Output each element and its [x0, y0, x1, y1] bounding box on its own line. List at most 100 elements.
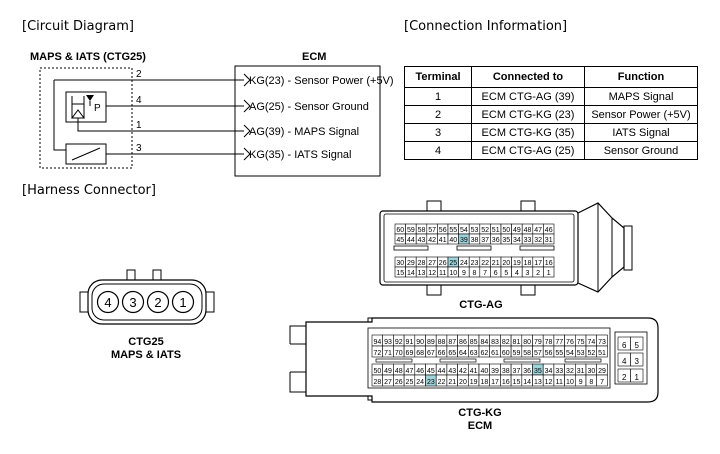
pin-number: 25: [449, 260, 457, 267]
pin-number: 66: [438, 350, 446, 357]
pin-number: 59: [513, 350, 521, 357]
pin-number: 86: [459, 339, 467, 346]
pin-number: 16: [502, 379, 510, 386]
pin-number: 55: [449, 227, 457, 234]
pin-number: 3: [526, 270, 530, 277]
pin-number: 13: [534, 379, 542, 386]
pin-number: 35: [534, 368, 542, 375]
pin-number: 16: [545, 260, 553, 267]
pin-number: 15: [513, 379, 521, 386]
pin-number: 43: [418, 237, 426, 244]
pin-number: 89: [427, 339, 435, 346]
pin-number: 15: [396, 270, 404, 277]
pin-number: 3: [635, 357, 640, 366]
pin-cell: [630, 336, 644, 351]
pin-number: 30: [587, 368, 595, 375]
ctg-ag-label: CTG-AG: [459, 299, 502, 311]
pin-number: 53: [577, 350, 585, 357]
pin-number: 46: [416, 368, 424, 375]
ctg25-pin: [121, 290, 145, 314]
function-cell: MAPS Signal: [584, 87, 698, 106]
sensor-title: MAPS & IATS (CTG25): [30, 51, 146, 63]
pin-number: 21: [448, 379, 456, 386]
iat-sensor-element: [65, 143, 107, 165]
pin-number: 17: [491, 379, 499, 386]
pin-number: 12: [428, 270, 436, 277]
pin-number: 23: [427, 379, 435, 386]
ctg25-pin: [171, 290, 195, 314]
pin-number: 29: [598, 368, 606, 375]
table-row: 1 ECM CTG-AG (39) MAPS Signal: [404, 87, 698, 106]
pin-number: 6: [494, 270, 498, 277]
pin-number: 56: [545, 350, 553, 357]
pin-number: 45: [396, 237, 404, 244]
connection-information-title: [Connection Information]: [404, 19, 568, 34]
pin-number: 42: [428, 237, 436, 244]
pin-number: 33: [555, 368, 563, 375]
pin-number: 34: [513, 237, 521, 244]
pin-number: 67: [427, 350, 435, 357]
pin-number: 35: [502, 237, 510, 244]
pin-number: 28: [373, 379, 381, 386]
harness-connector-title: [Harness Connector]: [22, 183, 156, 198]
pin-number: 82: [502, 339, 510, 346]
pin-number: 91: [406, 339, 414, 346]
pin-number: 71: [384, 350, 392, 357]
pin-number: 27: [428, 260, 436, 267]
ecm-pin-label-3: AG(39) - MAPS Signal: [249, 126, 359, 138]
pin-number: 58: [523, 350, 531, 357]
pin-number: 14: [407, 270, 415, 277]
pin-number: 81: [513, 339, 521, 346]
pin-number: 51: [598, 350, 606, 357]
pin-number: 94: [373, 339, 381, 346]
pin-number: 9: [462, 270, 466, 277]
pin-number: 36: [492, 237, 500, 244]
function-cell: Sensor Ground: [584, 141, 698, 160]
pin-cell: [543, 266, 555, 278]
pin-number: 43: [448, 368, 456, 375]
pin-number: 79: [534, 339, 542, 346]
connected-to-cell: ECM CTG-AG (39): [471, 87, 585, 106]
pin-number: 22: [438, 379, 446, 386]
circuit-diagram-title: [Circuit Diagram]: [22, 19, 134, 34]
wire-pin-1: 2: [136, 69, 142, 80]
pin-number: 20: [502, 260, 510, 267]
ctg25-pin: [96, 290, 120, 314]
pin-number: 93: [384, 339, 392, 346]
pin-number: 19: [513, 260, 521, 267]
pin-number: 54: [566, 350, 574, 357]
pin-number: 65: [448, 350, 456, 357]
pin-number: 39: [491, 368, 499, 375]
pin-number: 41: [470, 368, 478, 375]
pin-number: 8: [589, 379, 593, 386]
pin-number: 69: [406, 350, 414, 357]
ecm-pin-label-4: KG(35) - IATS Signal: [249, 149, 352, 161]
pin-number: 32: [566, 368, 574, 375]
pin-number: 34: [545, 368, 553, 375]
pin-number: 18: [524, 260, 532, 267]
pin-number: 12: [545, 379, 553, 386]
pin-number: 39: [460, 237, 468, 244]
pin-number: 53: [471, 227, 479, 234]
pin-number: 77: [555, 339, 563, 346]
pin-number: 57: [428, 227, 436, 234]
pin-number: 80: [523, 339, 531, 346]
pin-number: 27: [384, 379, 392, 386]
pin-number: 26: [395, 379, 403, 386]
ecm-box: [234, 65, 381, 177]
pin-number: 59: [407, 227, 415, 234]
pin-number: 40: [480, 368, 488, 375]
pin-number: 49: [513, 227, 521, 234]
pin-number: 7: [483, 270, 487, 277]
pin-number: 20: [459, 379, 467, 386]
ecm-title: ECM: [302, 51, 327, 63]
pin-number: 9: [579, 379, 583, 386]
pin-number: 60: [396, 227, 404, 234]
pin-number: 54: [460, 227, 468, 234]
pin-number: 5: [635, 341, 640, 350]
